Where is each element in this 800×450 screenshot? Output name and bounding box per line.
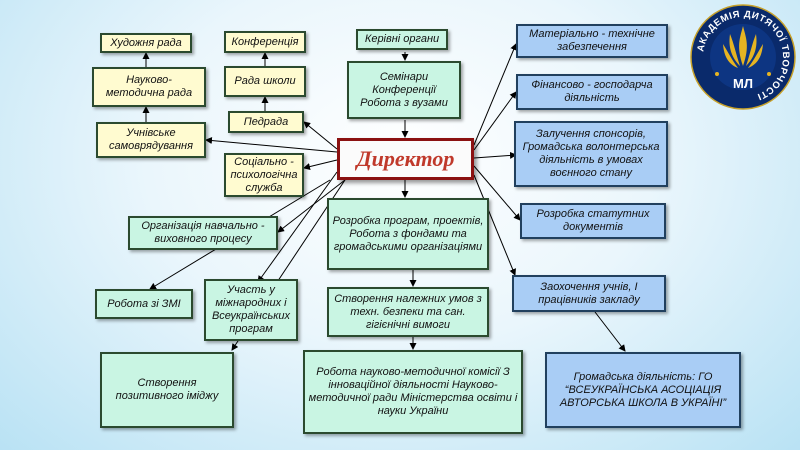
- intl-programs-box: Участь у міжнародних і Всеукраїнських пр…: [204, 279, 298, 341]
- public-activity-box: Громадська діяльність: ГО “ВСЕУКРАЇНСЬКА…: [545, 352, 741, 428]
- art-council-box: Художня рада: [100, 33, 192, 53]
- sci-method-council-label: Науково-методична рада: [105, 74, 193, 99]
- positive-image-box: Створення позитивного іміджу: [100, 352, 234, 428]
- media-work-label: Робота зі ЗМІ: [107, 297, 181, 310]
- director-label: Директор: [356, 146, 455, 171]
- social-psych-box: Соціально - психологічна служба: [224, 153, 304, 197]
- methodical-label: Робота науково-методичної комісії З інно…: [308, 366, 518, 417]
- sponsors-label: Залучення спонсорів, Громадська волонтер…: [522, 128, 660, 179]
- student-self-gov-label: Учнівське самоврядування: [109, 127, 193, 152]
- school-council-label: Рада школи: [234, 75, 296, 87]
- statutes-label: Розробка статутних документів: [536, 208, 650, 233]
- seminars-box: Семінари Конференції Робота з вузами: [347, 61, 461, 119]
- art-council-label: Художня рада: [110, 36, 182, 49]
- school-council-box: Рада школи: [224, 66, 306, 97]
- conference-label: Конференція: [231, 35, 299, 48]
- governing-bodies-label: Керівні органи: [364, 33, 440, 45]
- material-label: Матеріально - технічне забезпечення: [529, 28, 655, 53]
- finance-label: Фінансово - господарча діяльність: [531, 79, 653, 104]
- programs-box: Розробка програм, проектів, Робота з фон…: [327, 198, 489, 270]
- material-box: Матеріально - технічне забезпечення: [516, 24, 668, 58]
- logo-initials: МЛ: [733, 76, 753, 91]
- seminars-label: Семінари Конференції Робота з вузами: [360, 70, 448, 109]
- finance-box: Фінансово - господарча діяльність: [516, 74, 668, 110]
- encouragement-label: Заохочення учнів, І працівників закладу: [538, 280, 640, 306]
- media-work-box: Робота зі ЗМІ: [95, 289, 193, 319]
- intl-programs-label: Участь у міжнародних і Всеукраїнських пр…: [211, 284, 291, 335]
- safety-box: Створення належних умов з техн. безпеки …: [327, 287, 489, 337]
- governing-bodies-box: Керівні органи: [356, 29, 448, 50]
- ped-council-box: Педрада: [228, 111, 304, 133]
- methodical-box: Робота науково-методичної комісії З інно…: [303, 350, 523, 434]
- social-psych-label: Соціально - психологічна служба: [230, 155, 298, 194]
- edu-process-label: Організація навчально - виховного процес…: [141, 220, 265, 245]
- encouragement-box: Заохочення учнів, І працівників закладу: [512, 275, 666, 312]
- conference-box: Конференція: [224, 31, 306, 53]
- public-activity-label: Громадська діяльність: ГО “ВСЕУКРАЇНСЬКА…: [559, 370, 727, 409]
- sponsors-box: Залучення спонсорів, Громадська волонтер…: [514, 121, 668, 187]
- safety-label: Створення належних умов з техн. безпеки …: [334, 292, 482, 331]
- sci-method-council-box: Науково-методична рада: [92, 67, 206, 107]
- positive-image-label: Створення позитивного іміджу: [115, 377, 219, 402]
- academy-logo: АКАДЕМІЯ ДИТЯЧОЇ ТВОРЧОСТІ МЛ: [690, 4, 796, 110]
- ped-council-label: Педрада: [243, 115, 289, 128]
- edu-process-box: Організація навчально - виховного процес…: [128, 216, 278, 250]
- programs-label: Розробка програм, проектів, Робота з фон…: [332, 214, 484, 253]
- student-self-gov-box: Учнівське самоврядування: [96, 122, 206, 158]
- statutes-box: Розробка статутних документів: [520, 203, 666, 239]
- director-box: Директор: [337, 138, 474, 180]
